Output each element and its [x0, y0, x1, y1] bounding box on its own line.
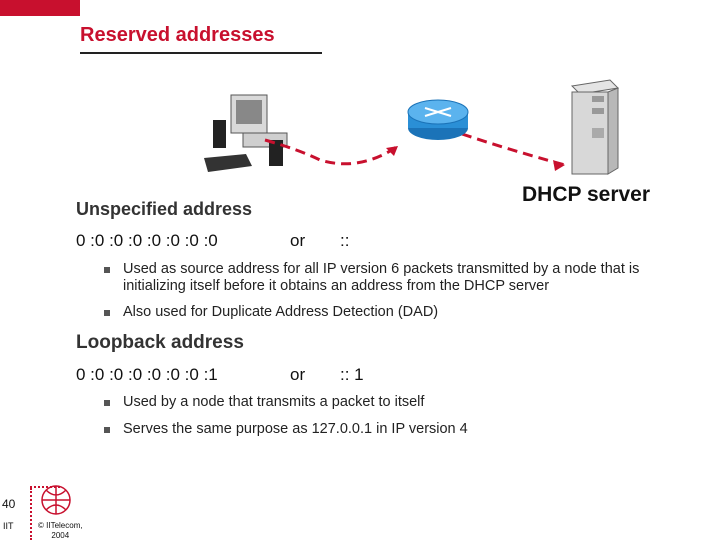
bullet-icon — [104, 400, 110, 406]
loopback-full-address: 0 :0 :0 :0 :0 :0 :0 :1 — [76, 365, 218, 384]
top-accent-bar — [0, 0, 80, 16]
bullet-icon — [104, 267, 110, 273]
logo-icon — [41, 485, 71, 515]
server-icon — [570, 79, 620, 175]
dhcp-server-label: DHCP server — [522, 183, 651, 206]
bullet-icon — [104, 427, 110, 433]
title-underline — [80, 52, 322, 54]
unspecified-short-address: :: — [340, 231, 350, 250]
unspecified-or: or — [290, 231, 306, 250]
loopback-or: or — [290, 365, 306, 384]
bullet-icon — [104, 310, 110, 316]
computer-icon — [204, 94, 288, 172]
unspecified-heading: Unspecified address — [76, 199, 253, 219]
slide-title: Reserved addresses — [80, 24, 275, 46]
unspecified-full-address: 0 :0 :0 :0 :0 :0 :0 :0 — [76, 231, 218, 250]
page-number: 40 — [2, 497, 16, 511]
footer-divider-v — [30, 488, 32, 540]
router-icon — [407, 99, 469, 140]
loopback-heading: Loopback address — [76, 332, 244, 353]
footer-divider-h — [30, 486, 60, 488]
loopback-short-address: :: 1 — [340, 365, 364, 384]
footer-copyright: © IITelecom, 2004 — [38, 521, 83, 540]
connection-arrows — [264, 132, 566, 167]
footer-org: IIT — [3, 521, 14, 531]
